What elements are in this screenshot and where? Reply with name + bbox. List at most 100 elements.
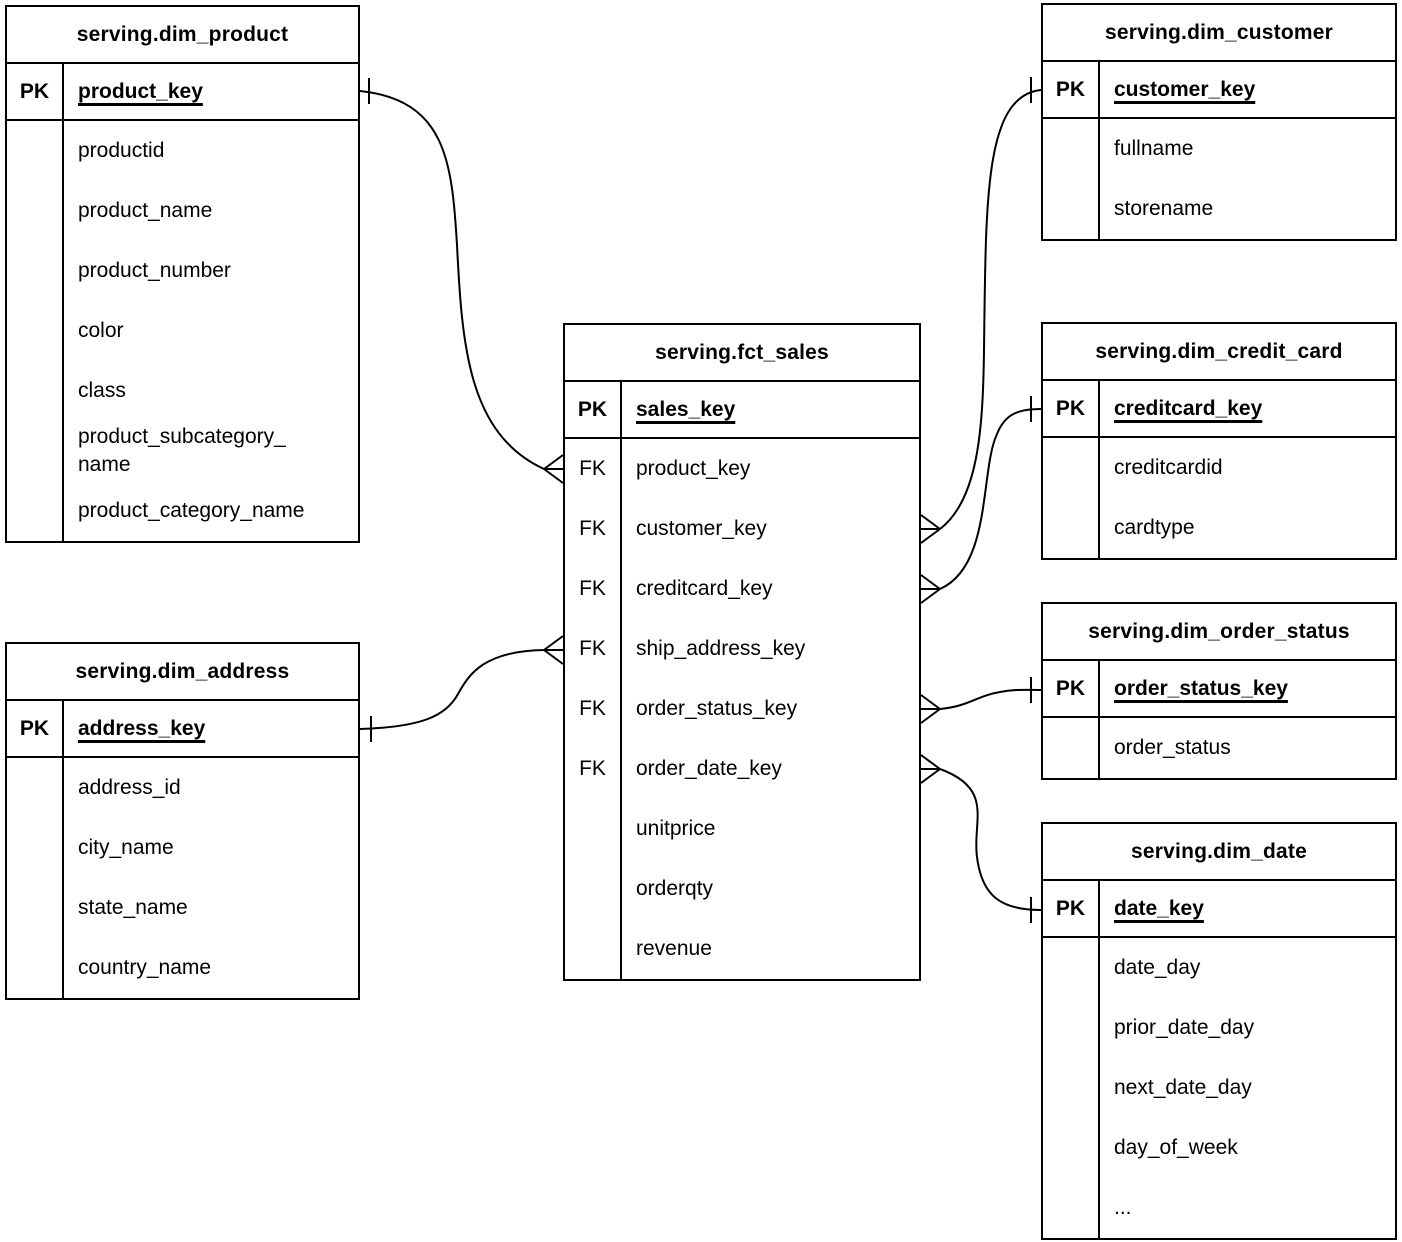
entity-dim-order-status: serving.dim_order_status PK order_status…	[1041, 602, 1397, 780]
key-badge	[7, 181, 64, 241]
fk-badge: FK	[565, 499, 622, 559]
field-row: creditcardid	[1043, 438, 1395, 498]
field-row: FK order_date_key	[565, 739, 919, 799]
field-name: address_id	[78, 776, 181, 799]
entity-title: serving.fct_sales	[565, 325, 919, 382]
connector-sales-orderstatus	[920, 677, 1042, 724]
field-row: ...	[1043, 1178, 1395, 1238]
field-name: cardtype	[1114, 516, 1195, 539]
field-name: creditcard_key	[636, 577, 773, 600]
entity-title: serving.dim_address	[7, 644, 358, 701]
key-badge	[1043, 179, 1100, 239]
field-name: city_name	[78, 836, 174, 859]
fk-badge: FK	[565, 619, 622, 679]
key-badge	[7, 361, 64, 421]
pk-badge: PK	[565, 382, 622, 437]
field-name: storename	[1114, 197, 1214, 220]
key-badge	[565, 919, 622, 979]
field-row: date_day	[1043, 938, 1395, 998]
field-row: cardtype	[1043, 498, 1395, 558]
pk-badge: PK	[1043, 62, 1100, 117]
pk-badge: PK	[1043, 661, 1100, 716]
field-name: ...	[1114, 1196, 1132, 1219]
field-row: day_of_week	[1043, 1118, 1395, 1178]
pk-field-name: date_key	[1114, 896, 1204, 920]
relationship-line	[939, 768, 1042, 911]
key-badge	[1043, 998, 1100, 1058]
field-row: FK customer_key	[565, 499, 919, 559]
key-badge	[1043, 938, 1100, 998]
connector-sales-creditcard	[920, 396, 1042, 604]
field-name: date_day	[1114, 956, 1201, 979]
crow-foot-marker	[920, 574, 941, 604]
field-row: product_subcategory_ name	[7, 421, 358, 481]
relationship-line	[359, 90, 545, 470]
pk-field-name: address_key	[78, 716, 206, 740]
key-badge	[565, 799, 622, 859]
field-row: product_category_name	[7, 481, 358, 541]
field-name: prior_date_day	[1114, 1016, 1255, 1039]
pk-field-name: order_status_key	[1114, 676, 1288, 700]
fk-badge: FK	[565, 439, 622, 499]
key-badge	[7, 818, 64, 878]
field-name: next_date_day	[1114, 1076, 1252, 1099]
field-row: FK creditcard_key	[565, 559, 919, 619]
field-row: address_id	[7, 758, 358, 818]
crow-foot-marker	[543, 635, 564, 665]
key-badge	[7, 878, 64, 938]
relationship-line	[939, 688, 1042, 710]
field-name: country_name	[78, 956, 212, 979]
entity-fct-sales: serving.fct_sales PK sales_key FK produc…	[563, 323, 921, 981]
field-name: day_of_week	[1114, 1136, 1238, 1159]
field-name: fullname	[1114, 137, 1194, 160]
field-row: product_name	[7, 181, 358, 241]
field-row: city_name	[7, 818, 358, 878]
field-row: class	[7, 361, 358, 421]
pk-row: PK product_key	[7, 64, 358, 121]
field-row: FK product_key	[565, 439, 919, 499]
entity-title: serving.dim_credit_card	[1043, 324, 1395, 381]
key-badge	[1043, 718, 1100, 778]
pk-badge: PK	[1043, 881, 1100, 936]
connector-sales-address	[359, 635, 564, 742]
field-name: productid	[78, 139, 165, 162]
connector-sales-date	[920, 754, 1042, 923]
field-name: creditcardid	[1114, 456, 1223, 479]
pk-badge: PK	[7, 64, 64, 119]
field-row: FK ship_address_key	[565, 619, 919, 679]
field-row: storename	[1043, 179, 1395, 239]
key-badge	[7, 481, 64, 541]
entity-title: serving.dim_date	[1043, 824, 1395, 881]
relationship-line	[939, 408, 1042, 590]
pk-field-name: customer_key	[1114, 77, 1256, 101]
field-name: product_key	[636, 457, 751, 480]
field-row: country_name	[7, 938, 358, 998]
field-row: state_name	[7, 878, 358, 938]
relationship-line	[939, 89, 1042, 530]
pk-row: PK order_status_key	[1043, 661, 1395, 718]
entity-title: serving.dim_order_status	[1043, 604, 1395, 661]
crow-foot-marker	[920, 754, 941, 784]
field-name: class	[78, 379, 126, 402]
pk-row: PK creditcard_key	[1043, 381, 1395, 438]
field-name: orderqty	[636, 877, 714, 900]
pk-row: PK sales_key	[565, 382, 919, 439]
field-name: order_status	[1114, 736, 1231, 759]
field-row: revenue	[565, 919, 919, 979]
pk-badge: PK	[7, 701, 64, 756]
pk-row: PK address_key	[7, 701, 358, 758]
field-row: unitprice	[565, 799, 919, 859]
field-name: product_name	[78, 199, 213, 222]
field-row: fullname	[1043, 119, 1395, 179]
field-name: color	[78, 319, 124, 342]
key-badge	[1043, 498, 1100, 558]
key-badge	[565, 859, 622, 919]
pk-row: PK date_key	[1043, 881, 1395, 938]
pk-row: PK customer_key	[1043, 62, 1395, 119]
connector-sales-customer	[920, 77, 1042, 544]
key-badge	[7, 938, 64, 998]
key-badge	[1043, 1178, 1100, 1238]
entity-dim-credit-card: serving.dim_credit_card PK creditcard_ke…	[1041, 322, 1397, 560]
